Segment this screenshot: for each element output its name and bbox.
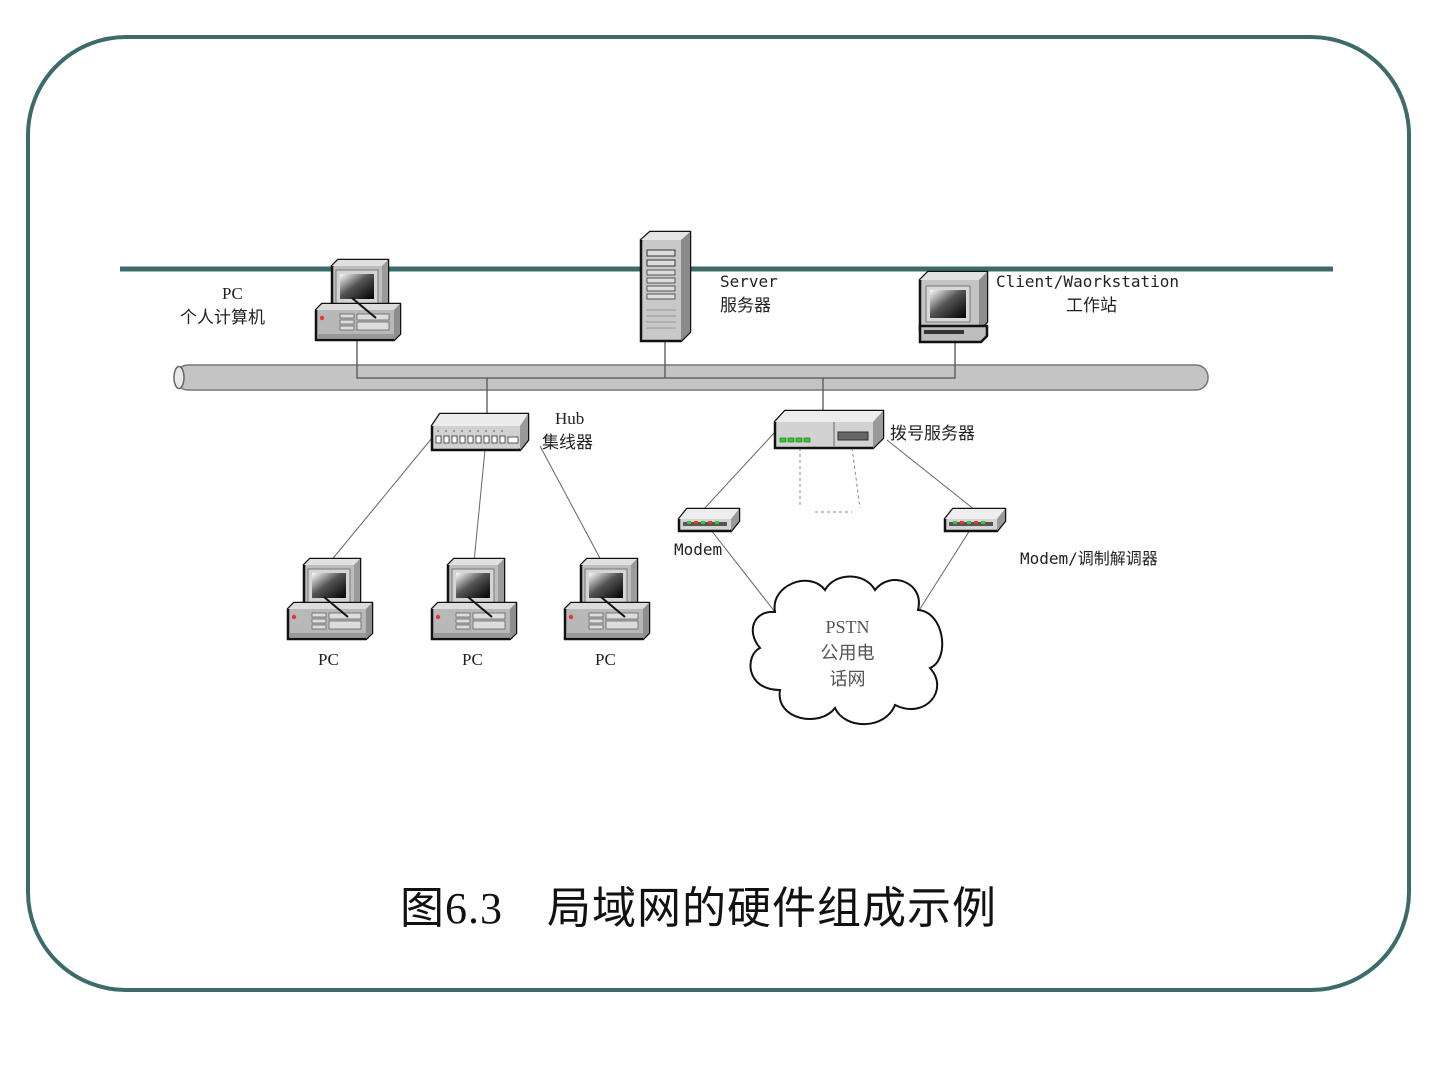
pc-3-icon — [563, 557, 651, 641]
hub-icon — [430, 412, 530, 452]
workstation-label-zh: 工作站 — [1066, 296, 1117, 316]
server-label-en: Server — [720, 272, 778, 291]
modem-left-label: Modem — [674, 540, 723, 559]
workstation-icon — [918, 270, 989, 344]
slide-frame — [26, 35, 1411, 992]
server-label-zh: 服务器 — [720, 296, 771, 316]
pstn-label-zh-2: 话网 — [829, 669, 866, 689]
hub-links — [329, 437, 603, 563]
pc-1-icon — [286, 557, 374, 641]
dialup-server-label: 拨号服务器 — [890, 424, 975, 444]
pc-main-label-en: PC — [222, 284, 243, 303]
pstn-label: PSTN 公用电 话网 — [790, 614, 905, 692]
pstn-label-zh-1: 公用电 — [820, 643, 875, 663]
pstn-label-en: PSTN — [825, 617, 870, 637]
workstation-label-en: Client/Waorkstation — [996, 272, 1180, 291]
pc-main-icon — [314, 258, 402, 342]
server-tower-icon — [639, 230, 692, 343]
pc-1-label: PC — [318, 650, 339, 669]
hub-label-zh: 集线器 — [542, 433, 593, 453]
figure-title: 局域网的硬件组成示例 — [547, 884, 997, 933]
pc-main-label-zh: 个人计算机 — [180, 308, 265, 328]
modem-right-icon — [943, 507, 1007, 533]
pc-2-icon — [430, 557, 518, 641]
modem-left-icon — [677, 507, 741, 533]
hub-label-en: Hub — [555, 409, 585, 428]
dialup-server-icon — [773, 409, 885, 450]
figure-caption: 图6.3 局域网的硬件组成示例 — [400, 872, 997, 936]
pstn-cloud-icon — [749, 575, 944, 726]
figure-number: 图6.3 — [400, 884, 503, 933]
dialup-links — [702, 431, 976, 613]
bus-connectors — [356, 340, 956, 418]
pc-3-label: PC — [595, 650, 616, 669]
dialup-ports — [799, 447, 861, 513]
modem-right-label: Modem/调制解调器 — [1020, 549, 1158, 568]
pc-2-label: PC — [462, 650, 483, 669]
